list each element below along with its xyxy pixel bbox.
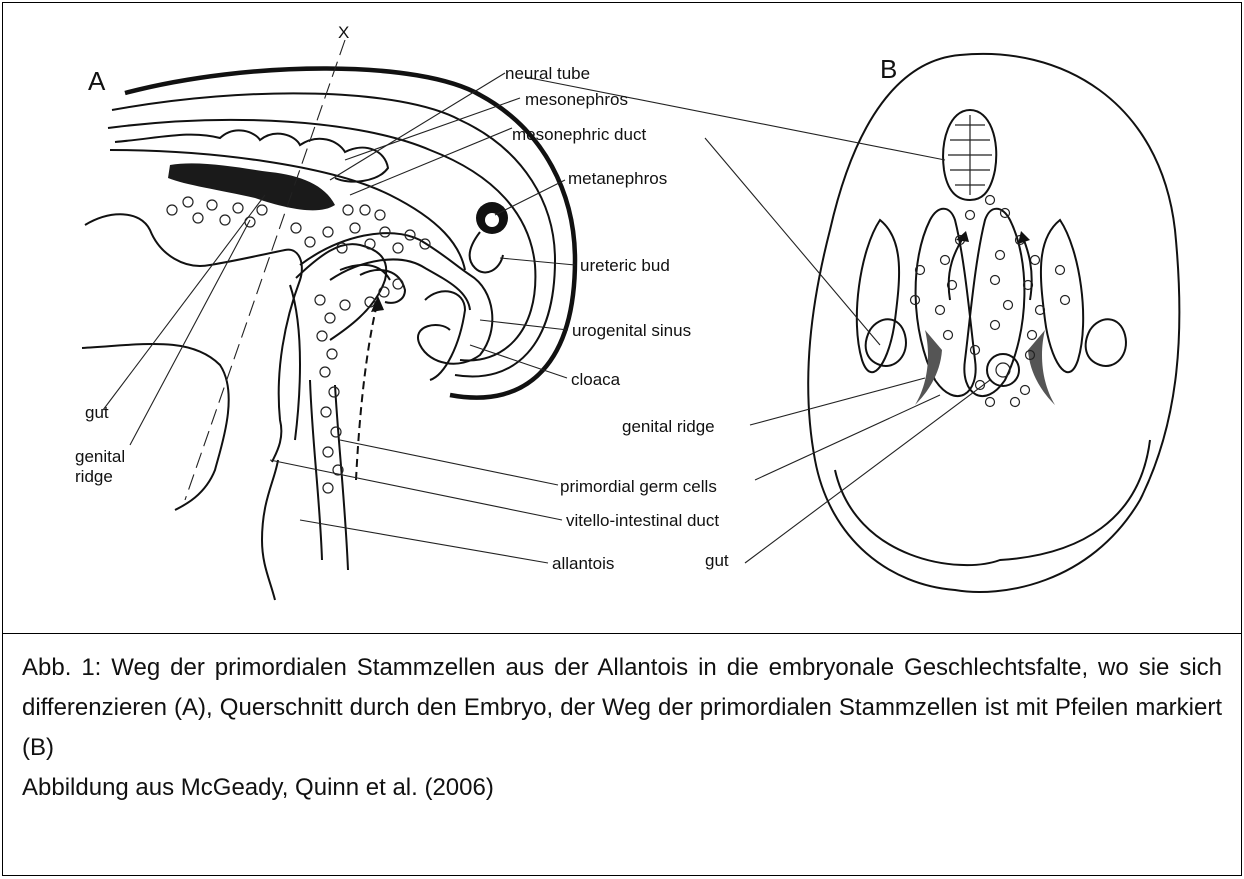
panel-a-drawing — [82, 40, 575, 600]
label-urogenital-sinus: urogenital sinus — [572, 321, 691, 340]
label-metanephros: metanephros — [568, 169, 667, 188]
caption-text: Abb. 1: Weg der primordialen Stammzellen… — [22, 648, 1222, 768]
label-genital-ridge-b: genital ridge — [622, 417, 715, 436]
label-neural-tube: neural tube — [505, 64, 590, 83]
caption-source: Abbildung aus McGeady, Quinn et al. (200… — [22, 768, 1222, 808]
label-cloaca: cloaca — [571, 370, 621, 389]
embryo-diagram: A B X neural tube mesonephros mesonephri… — [0, 0, 1244, 630]
label-mesonephros: mesonephros — [525, 90, 628, 109]
panel-b-letter: B — [880, 54, 897, 84]
label-allantois: allantois — [552, 554, 614, 573]
label-vitello-intestinal-duct: vitello-intestinal duct — [566, 511, 719, 530]
label-ureteric-bud: ureteric bud — [580, 256, 670, 275]
caption-divider — [3, 633, 1241, 634]
label-gut-b: gut — [705, 551, 729, 570]
label-genital-ridge-a-line2: ridge — [75, 467, 113, 486]
label-primordial-germ-cells: primordial germ cells — [560, 477, 717, 496]
label-mesonephric-duct: mesonephric duct — [512, 125, 646, 144]
genital-ridge-b-left — [915, 330, 942, 405]
label-gut-a: gut — [85, 403, 109, 422]
section-marker-label: X — [338, 23, 349, 42]
label-genital-ridge-a-line1: genital — [75, 447, 125, 466]
figure-caption: Abb. 1: Weg der primordialen Stammzellen… — [22, 648, 1222, 808]
panel-a-letter: A — [88, 66, 106, 96]
germ-cells-a — [167, 197, 430, 493]
genital-ridge-b-right — [1028, 330, 1055, 405]
